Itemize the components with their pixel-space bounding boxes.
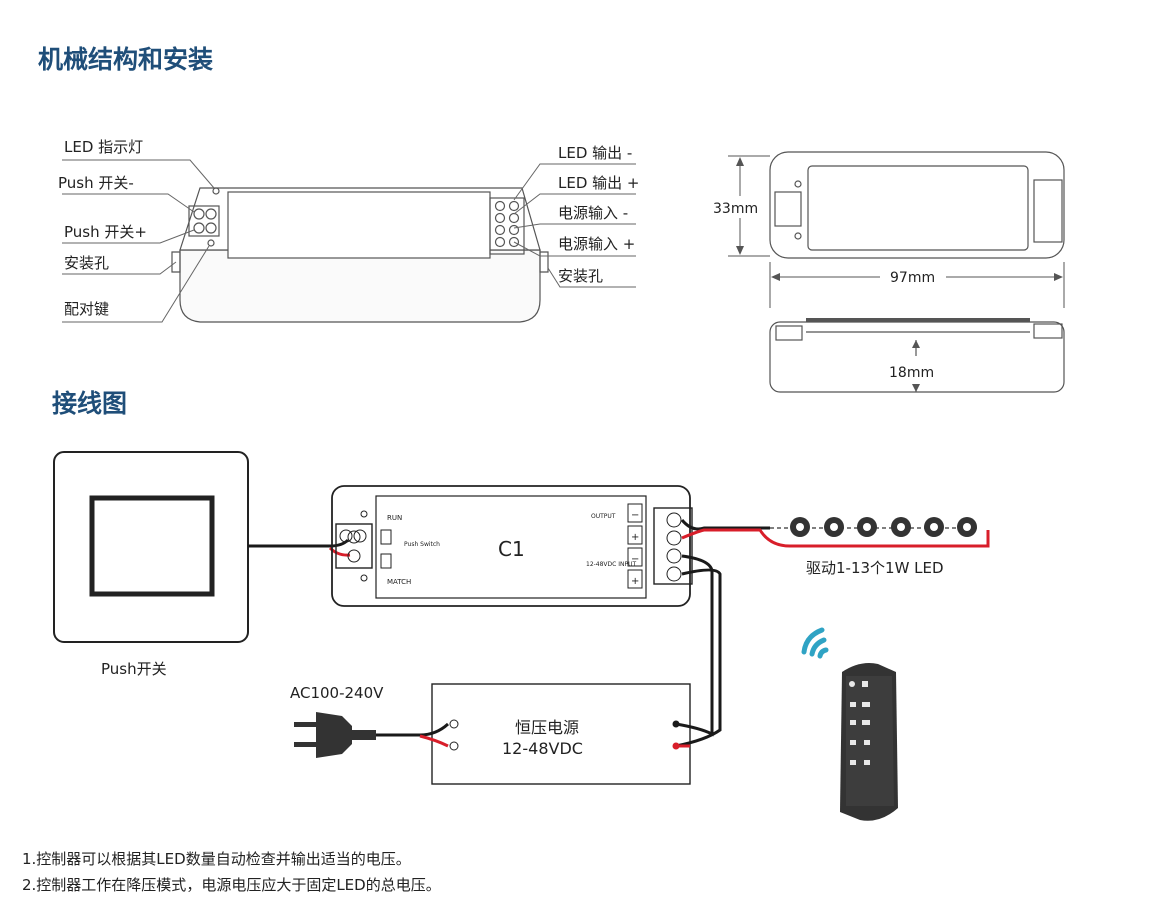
section-title-wiring: 接线图 — [52, 389, 128, 418]
psu-voltage: 12-48VDC — [502, 739, 583, 758]
wireless-icon — [801, 627, 829, 659]
controller-c1 — [331, 485, 693, 607]
led-4 — [891, 517, 911, 537]
callout-mount-hole-right: 安装孔 — [558, 267, 603, 285]
controller-output: OUTPUT — [591, 513, 616, 520]
controller-input: 12-48VDC INPUT — [586, 561, 637, 568]
top-view — [769, 151, 1065, 259]
note-1: 1.控制器可以根据其LED数量自动检查并输出适当的电压。 — [22, 850, 411, 868]
dim-height: 33mm — [713, 201, 758, 217]
switch-wires — [248, 538, 351, 557]
led-5 — [924, 517, 944, 537]
led-chain — [770, 517, 980, 537]
callout-push-plus: Push 开关+ — [64, 223, 147, 241]
controller-labels: C1 RUN MATCH Push Switch OUTPUT 12-48VDC… — [387, 510, 639, 587]
controller-model: C1 — [498, 537, 525, 561]
led-wires — [680, 519, 990, 548]
side-view — [769, 318, 1065, 393]
callout-push-minus: Push 开关- — [58, 174, 134, 192]
led-drive-label: 驱动1-13个1W LED — [806, 559, 944, 577]
callout-power-in-minus: 电源输入 - — [558, 204, 628, 222]
controller-3d — [171, 187, 549, 323]
callouts-right: LED 输出 - LED 输出 + 电源输入 - 电源输入 + 安装孔 — [558, 144, 640, 285]
in-minus-mark: − — [631, 554, 639, 565]
dim-width: 97mm — [890, 270, 935, 286]
callout-mount-hole-left: 安装孔 — [64, 254, 109, 272]
led-6 — [957, 517, 977, 537]
in-plus-mark: + — [631, 576, 639, 587]
remote-control — [840, 663, 898, 821]
out-plus-mark: + — [631, 532, 639, 543]
controller-match: MATCH — [387, 578, 411, 586]
callout-pair-key: 配对键 — [64, 300, 109, 318]
callouts-left: LED 指示灯 Push 开关- Push 开关+ 安装孔 配对键 — [58, 138, 147, 318]
callout-lines-left — [62, 159, 215, 323]
ac-plug-icon — [294, 712, 376, 758]
callout-lines-right — [513, 163, 636, 288]
led-1 — [790, 517, 810, 537]
dim-depth: 18mm — [889, 365, 934, 381]
push-switch-label: Push开关 — [101, 660, 167, 678]
note-2: 2.控制器工作在降压模式，电源电压应大于固定LED的总电压。 — [22, 876, 441, 894]
controller-run: RUN — [387, 514, 402, 522]
led-3 — [857, 517, 877, 537]
callout-led-out-plus: LED 输出 + — [558, 174, 640, 192]
psu-title: 恒压电源 — [515, 718, 579, 737]
ac-wires — [376, 722, 450, 748]
callout-led-out-minus: LED 输出 - — [558, 144, 632, 162]
out-minus-mark: − — [631, 510, 639, 521]
section-title-mechanical: 机械结构和安装 — [38, 45, 214, 74]
controller-push-switch: Push Switch — [404, 541, 440, 548]
callout-power-in-plus: 电源输入 + — [558, 235, 635, 253]
dim-arrows — [736, 157, 1063, 281]
push-switch-plate — [53, 451, 249, 643]
callout-led-indicator: LED 指示灯 — [64, 138, 143, 156]
led-2 — [824, 517, 844, 537]
ac-input-label: AC100-240V — [290, 684, 384, 702]
